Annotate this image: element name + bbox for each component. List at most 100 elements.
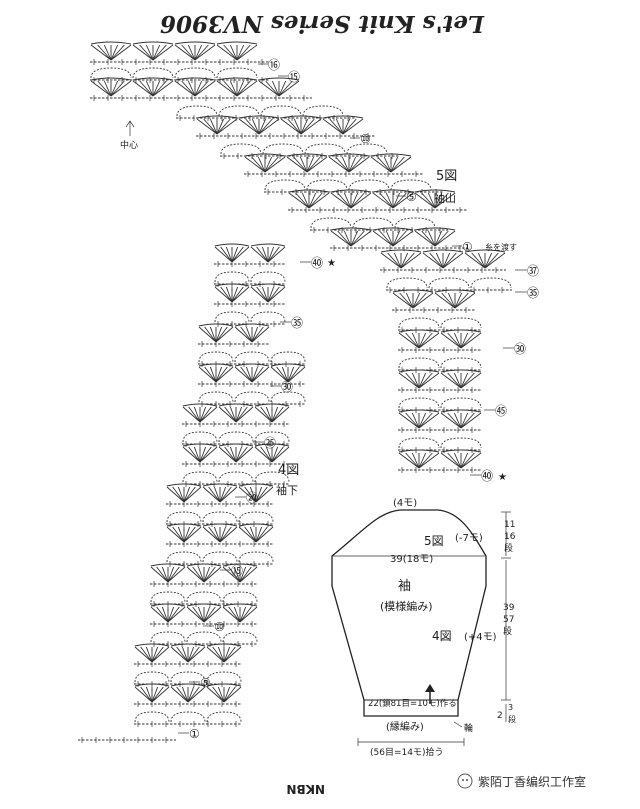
row-marker: ㊵ bbox=[311, 256, 323, 270]
fan-stitch bbox=[206, 643, 242, 663]
chain-arch bbox=[440, 437, 482, 449]
row-marker: ⑤ bbox=[406, 190, 417, 204]
chain-arch bbox=[132, 67, 174, 79]
chain-arch bbox=[264, 179, 306, 191]
fan-stitch bbox=[218, 443, 254, 463]
chain-arch bbox=[386, 277, 428, 289]
dim: 3 bbox=[508, 703, 513, 712]
fan-stitch bbox=[216, 41, 258, 61]
fan-stitch bbox=[398, 369, 440, 389]
row-marker: ⑩ bbox=[214, 620, 225, 634]
fan-stitch bbox=[196, 115, 238, 135]
fan-stitch bbox=[170, 643, 206, 663]
chain-arch bbox=[176, 105, 218, 117]
fan-stitch bbox=[258, 77, 300, 97]
fan-stitch bbox=[198, 363, 234, 383]
chain-arch bbox=[202, 511, 238, 523]
chain-arch bbox=[186, 631, 222, 643]
chart4-row-markers: ㊵ ★ ㉟ ㉚ ㉕ ⑳ ⑮ ⑩ ⑤ ① bbox=[178, 256, 336, 741]
fan-stitch bbox=[270, 363, 306, 383]
chain-arch bbox=[234, 391, 270, 403]
chain-arch bbox=[206, 711, 242, 723]
schem-name: 袖 bbox=[398, 579, 411, 594]
chain-arch bbox=[222, 631, 258, 643]
chain-arch bbox=[470, 277, 512, 289]
chain-arch bbox=[222, 591, 258, 603]
fan-stitch bbox=[238, 523, 274, 543]
chain-arch bbox=[302, 105, 344, 117]
watermark-text: 紫陌丁香编织工作室 bbox=[478, 774, 586, 789]
fan-stitch bbox=[222, 563, 258, 583]
fan-stitch bbox=[398, 329, 440, 349]
fan-stitch bbox=[150, 603, 186, 623]
row-marker: ㉟ bbox=[527, 286, 539, 300]
chain-arch bbox=[170, 711, 206, 723]
chain-arch bbox=[90, 67, 132, 79]
fan-stitch bbox=[440, 449, 482, 469]
chain-arch bbox=[398, 317, 440, 329]
schem-inc: (+4モ) bbox=[464, 632, 497, 643]
fan-stitch bbox=[134, 683, 170, 703]
chain-arch bbox=[150, 591, 186, 603]
star-marker: ★ bbox=[327, 258, 336, 269]
fan-stitch bbox=[90, 41, 132, 61]
chain-arch bbox=[270, 351, 306, 363]
row-marker: ⑮ bbox=[231, 564, 243, 578]
schem-top: (4モ) bbox=[393, 498, 417, 509]
fan-stitch bbox=[440, 369, 482, 389]
fan-stitch bbox=[422, 249, 464, 269]
fan-stitch bbox=[380, 249, 422, 269]
chain-arch bbox=[206, 671, 242, 683]
row-marker: ㉚ bbox=[281, 380, 293, 394]
chart4-sublabel: 袖下 bbox=[276, 483, 298, 497]
center-label: 中心 bbox=[120, 139, 138, 151]
fan-stitch bbox=[174, 41, 216, 61]
schem-dec: (-7モ) bbox=[455, 533, 483, 544]
schem-bottom-row: 22(鎖81目=10モ)作る bbox=[368, 698, 457, 709]
chain-arch bbox=[398, 437, 440, 449]
chain-arch bbox=[214, 271, 250, 283]
chain-arch bbox=[440, 317, 482, 329]
fan-stitch bbox=[206, 683, 242, 703]
row-marker: ⑯ bbox=[268, 58, 280, 72]
fan-stitch bbox=[234, 363, 270, 383]
chain-arch bbox=[182, 471, 218, 483]
chain-arch bbox=[428, 277, 470, 289]
schem-bottom: (56目=14モ)拾う bbox=[370, 746, 443, 758]
row-marker: ⑩ bbox=[360, 132, 371, 146]
star-marker: ★ bbox=[498, 472, 507, 483]
schem-label5: 5図 bbox=[424, 534, 444, 548]
center-arrow-head bbox=[125, 120, 135, 128]
row-marker: ⑤ bbox=[200, 676, 211, 690]
fan-stitch bbox=[372, 189, 414, 209]
chain-arch bbox=[262, 143, 304, 155]
chart5-label: 5図 bbox=[436, 169, 457, 184]
fan-stitch bbox=[150, 563, 186, 583]
fan-stitch bbox=[330, 227, 372, 247]
chain-arch bbox=[170, 671, 206, 683]
chart-4-sleeve-side bbox=[78, 243, 306, 743]
chain-arch bbox=[202, 551, 238, 563]
yarn-note: 糸を渡す bbox=[485, 242, 517, 252]
chain-arch bbox=[166, 551, 202, 563]
chart5-row-markers: ⑯ ⑮ ⑩ ⑤ ① ㊲ ㉟ ㉚ ㊺ ㊵ ★ bbox=[258, 58, 539, 483]
chain-arch bbox=[254, 471, 290, 483]
fan-stitch bbox=[186, 563, 222, 583]
fan-stitch bbox=[328, 153, 370, 173]
chain-arch bbox=[166, 511, 202, 523]
chain-arch bbox=[218, 471, 254, 483]
fan-stitch bbox=[134, 643, 170, 663]
wechat-icon-dot bbox=[466, 779, 468, 781]
chain-arch bbox=[394, 217, 436, 229]
fan-stitch bbox=[392, 289, 434, 309]
fan-stitch bbox=[434, 289, 476, 309]
fan-stitch bbox=[234, 323, 270, 343]
fan-stitch bbox=[218, 403, 254, 423]
wechat-icon bbox=[457, 773, 473, 789]
fan-stitch bbox=[198, 323, 234, 343]
chain-arch bbox=[306, 179, 348, 191]
chain-arch bbox=[186, 591, 222, 603]
fan-stitch bbox=[288, 189, 330, 209]
fan-stitch bbox=[250, 243, 286, 263]
